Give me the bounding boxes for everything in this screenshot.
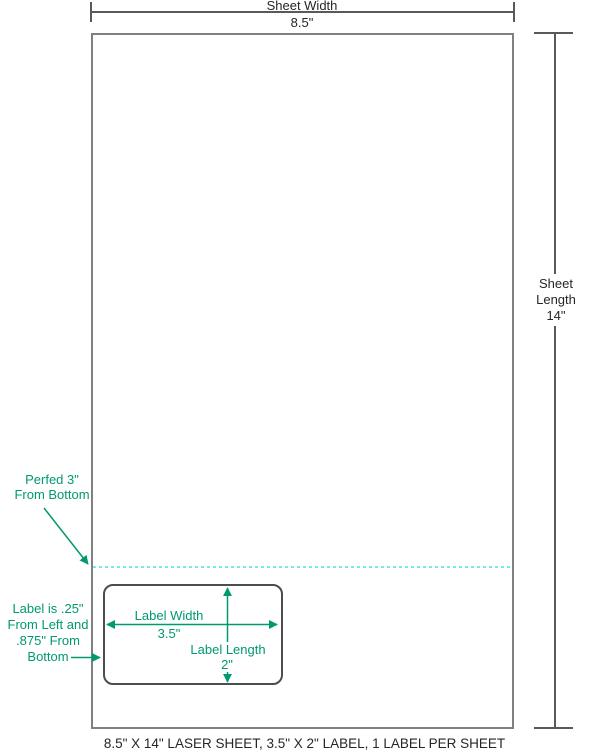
sheet-width-value: 8.5": [290, 15, 314, 30]
sheet-length-label: Sheet Length 14": [524, 274, 588, 326]
label-offset-note: Label is .25" From Left and .875" From B…: [7, 601, 89, 664]
perf-pointer-arrow: [43, 507, 89, 565]
caption: 8.5" X 14" LASER SHEET, 3.5" X 2" LABEL,…: [103, 736, 506, 751]
perforation-line: [93, 566, 513, 568]
sheet-length-dimension-line: [554, 33, 556, 729]
sheet-width-dimension-line: [91, 11, 514, 13]
label-length-label: Label Length: [176, 642, 280, 657]
sheet-outline: [91, 33, 514, 729]
sheet-length-tick-top: [534, 32, 573, 34]
sheet-length-tick-bottom: [534, 727, 573, 729]
label-width-value: 3.5": [157, 626, 181, 641]
label-length-value: 2": [199, 657, 255, 672]
sheet-width-tick-left: [90, 2, 92, 22]
sheet-width-tick-right: [513, 2, 515, 22]
perf-note: Perfed 3" From Bottom: [14, 472, 90, 502]
sheet-width-label: Sheet Width: [266, 0, 338, 13]
label-width-label: Label Width: [134, 608, 204, 623]
